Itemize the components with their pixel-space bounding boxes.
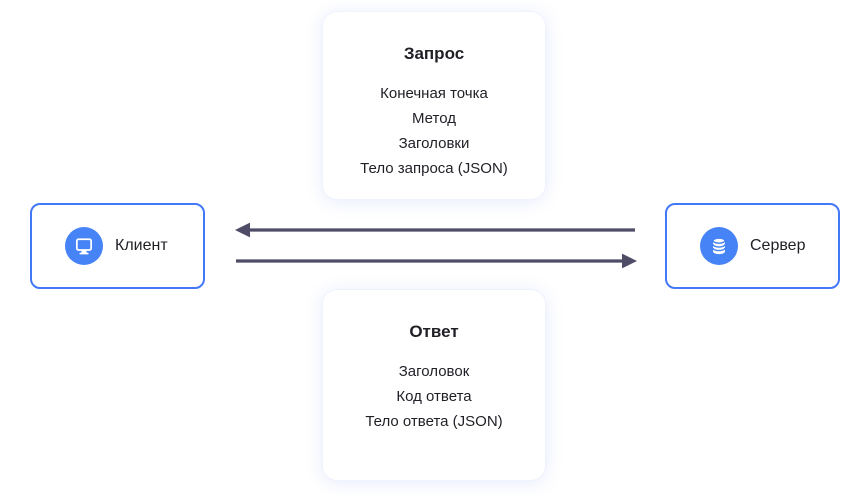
arrows-layer — [235, 222, 637, 269]
arrow-client-to-server — [236, 253, 637, 269]
client-node: Клиент — [30, 203, 205, 289]
server-node: Сервер — [665, 203, 840, 289]
response-card: Ответ Заголовок Код ответа Тело ответа (… — [323, 290, 545, 480]
database-icon — [700, 227, 738, 265]
request-item-method: Метод — [412, 110, 456, 127]
response-item-header: Заголовок — [398, 363, 470, 380]
response-item-code: Код ответа — [396, 388, 472, 405]
request-item-headers: Заголовки — [398, 135, 470, 152]
request-card-title: Запрос — [403, 44, 465, 63]
request-item-endpoint: Конечная точка — [380, 85, 488, 102]
arrow-server-to-client — [235, 222, 635, 238]
client-node-label: Клиент — [115, 237, 168, 254]
request-card-items: Конечная точка Метод Заголовки Тело запр… — [323, 81, 545, 181]
monitor-icon — [65, 227, 103, 265]
response-item-body: Тело ответа (JSON) — [365, 413, 503, 430]
response-card-items: Заголовок Код ответа Тело ответа (JSON) — [323, 359, 545, 434]
response-card-title: Ответ — [409, 322, 459, 341]
request-item-body: Тело запроса (JSON) — [360, 160, 508, 177]
server-node-label: Сервер — [750, 237, 806, 254]
request-card: Запрос Конечная точка Метод Заголовки Те… — [323, 12, 545, 199]
